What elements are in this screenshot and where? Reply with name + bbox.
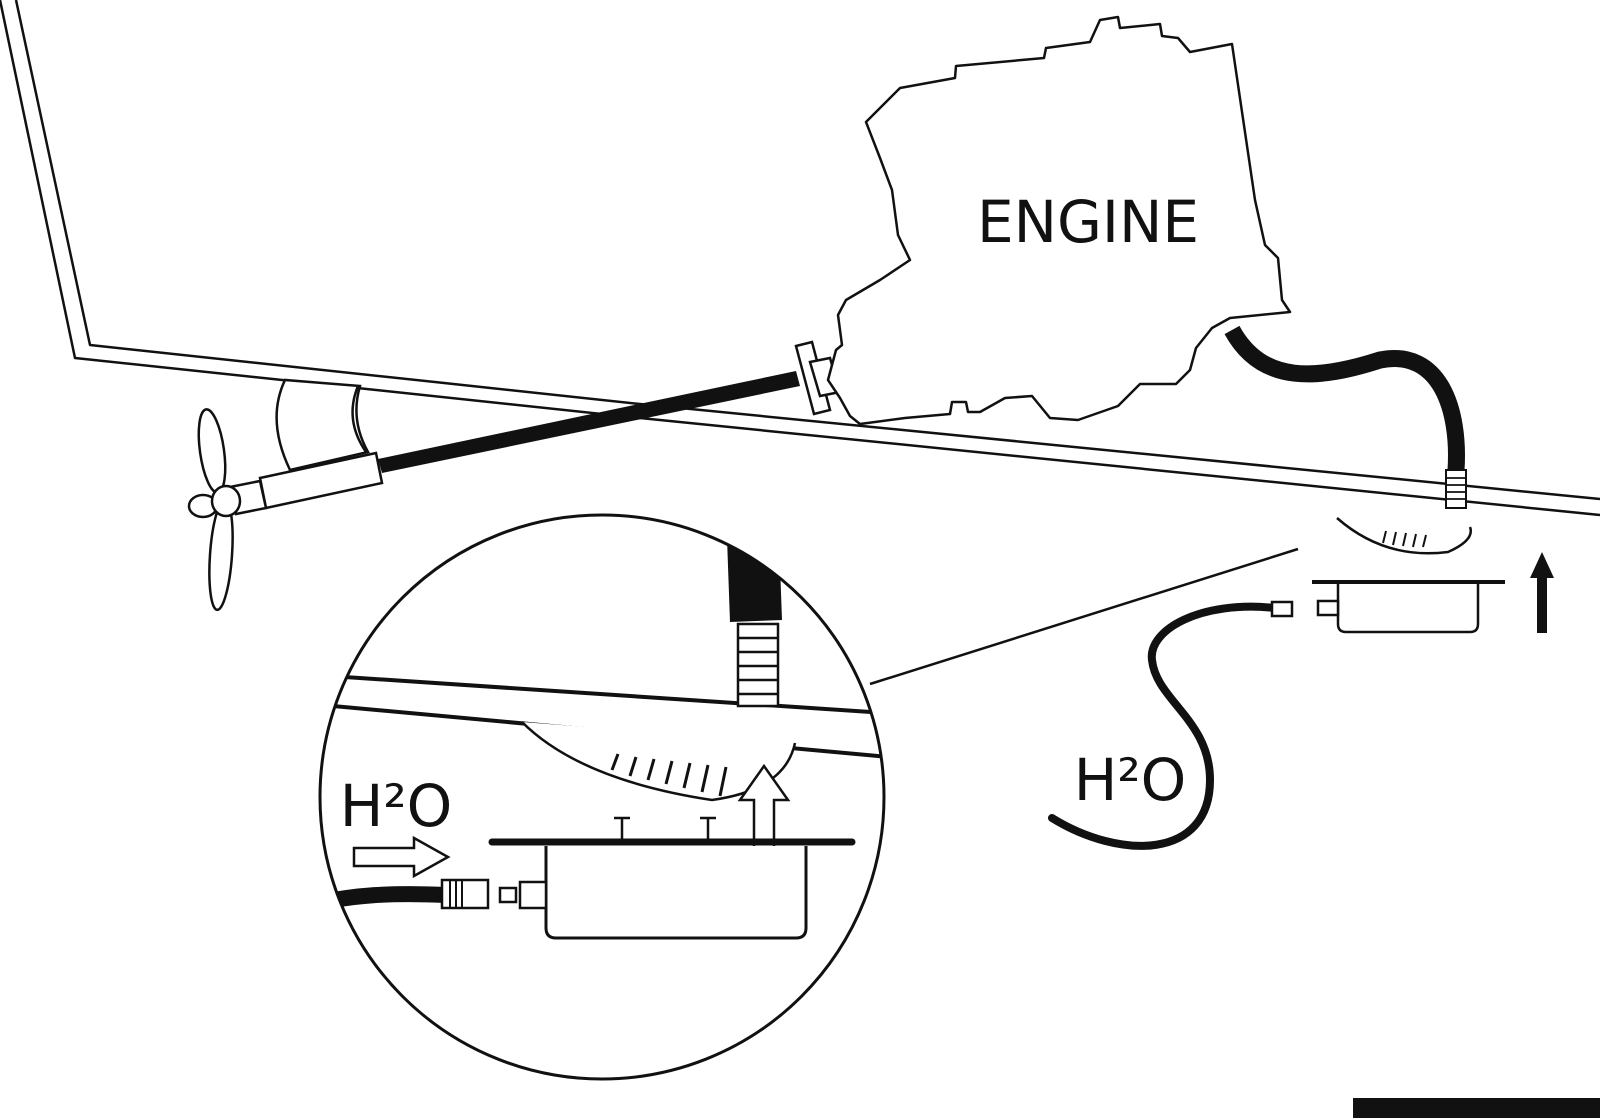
engine-block [826,15,1292,426]
inset-fitting-dome [521,721,797,802]
hose-ribbed-end [1445,469,1467,509]
strainer-connector [1316,599,1340,617]
strainer [1312,580,1505,634]
inset-plate-bolts [614,816,716,840]
inset-hose [726,515,782,622]
up-arrow [1530,552,1554,633]
water-hose-line [1048,602,1279,850]
engine-label: ENGINE [977,188,1199,256]
hull-outer-line [0,0,1600,517]
inset-strainer-nipple [518,880,548,910]
scale-bar [1353,1098,1600,1118]
callout-line-upper [869,547,1299,686]
stern-tube-edge [351,385,368,453]
propeller [187,408,242,612]
hose-ribs [1446,477,1466,500]
water-hose [1048,600,1294,850]
detail-inset: H²O [318,513,886,1081]
hull-inner-line [14,0,1600,501]
inset-hose-ribs [738,636,778,696]
inset-hose-connector-ribs [449,880,463,908]
cooling-hose [1224,325,1467,509]
water-label-outside: H²O [1074,746,1187,814]
inset-strainer-box [544,846,808,940]
callout-lines [869,547,1299,686]
propeller-blade-upper [197,408,227,494]
stern-tube-body [275,378,370,472]
water-hose-coupler [1270,600,1294,618]
cooling-hose-line [1224,325,1465,471]
inset-inlet-hose [320,886,447,916]
inset-hull-top [320,672,884,716]
inset-fitting-slots [610,753,728,797]
fitting-slots [1382,530,1427,548]
shaft-bar [378,371,800,473]
propeller-boss [210,484,242,518]
inset-right-arrow [352,835,451,879]
inset-hose-connector [440,878,490,910]
water-label-inset: H²O [340,772,453,840]
through-hull-fitting [1336,517,1472,555]
hull [0,0,1600,517]
strainer-box [1336,584,1480,634]
inset-strainer-nipple-tip [498,886,518,904]
stern-tube [275,378,370,472]
fitting-dome [1336,517,1472,555]
inset-circle-border [318,513,886,1081]
